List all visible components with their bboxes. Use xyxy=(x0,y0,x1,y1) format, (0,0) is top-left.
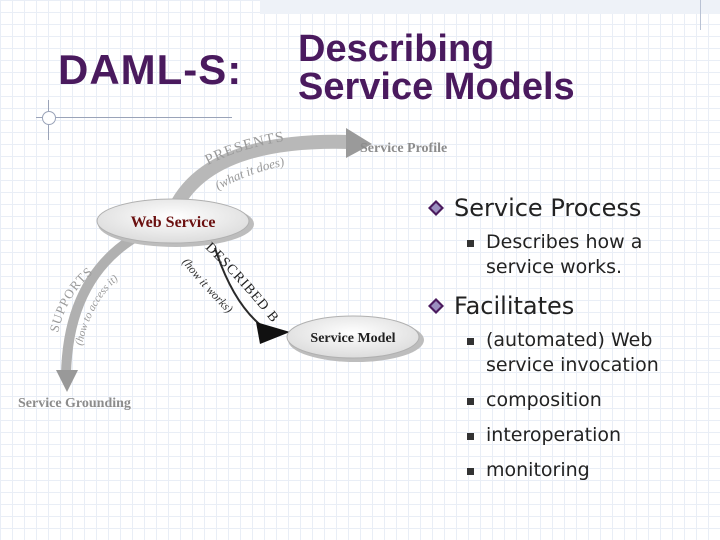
top-band xyxy=(260,0,720,14)
page-title: Describing Service Models xyxy=(298,30,575,106)
square-bullet-icon xyxy=(467,398,474,405)
bullet-list: Service Process Describes how a service … xyxy=(420,192,710,493)
diamond-bullet-icon xyxy=(428,298,444,314)
sub-bullet-text: composition xyxy=(486,389,602,411)
square-bullet-icon xyxy=(467,468,474,475)
corner-rule xyxy=(700,0,701,30)
bullet-service-process: Service Process xyxy=(420,192,710,224)
sub-bullet: interoperation xyxy=(420,423,710,448)
square-bullet-icon xyxy=(467,338,474,345)
described-by-arrowhead xyxy=(256,322,290,344)
service-grounding-label: Service Grounding xyxy=(18,396,131,411)
sub-bullet: monitoring xyxy=(420,458,710,483)
sub-bullet-text: (automated) Web service invocation xyxy=(486,329,659,376)
diamond-bullet-icon xyxy=(428,200,444,216)
title-acronym: DAML-S: xyxy=(58,46,243,93)
service-diagram: Web Service Service Model Service Profil… xyxy=(0,120,447,411)
sub-bullet-text: Describes how a service works. xyxy=(486,231,643,278)
web-service-label: Web Service xyxy=(131,214,216,231)
service-model-node xyxy=(286,315,420,359)
square-bullet-icon xyxy=(467,240,474,247)
rule-circle xyxy=(42,111,56,125)
sub-bullet: (automated) Web service invocation xyxy=(420,328,710,378)
web-service-node xyxy=(96,198,250,244)
presents-arrow xyxy=(168,134,357,215)
title-rule xyxy=(36,117,232,118)
sub-bullet: composition xyxy=(420,388,710,413)
supports-arrow xyxy=(61,225,153,380)
sub-bullet-text: monitoring xyxy=(486,459,590,481)
bullet-label: Facilitates xyxy=(454,292,575,320)
bullet-facilitates: Facilitates xyxy=(420,290,710,322)
sub-bullet: Describes how a service works. xyxy=(420,230,710,280)
sub-bullet-text: interoperation xyxy=(486,424,622,446)
supports-arrowhead xyxy=(56,370,78,392)
service-profile-label: Service Profile xyxy=(360,141,447,156)
presents-arrowhead xyxy=(346,128,372,158)
service-model-label: Service Model xyxy=(310,331,395,346)
title-line-1: Describing xyxy=(298,28,495,70)
bullet-label: Service Process xyxy=(454,194,642,222)
square-bullet-icon xyxy=(467,433,474,440)
title-line-2: Service Models xyxy=(298,66,575,108)
